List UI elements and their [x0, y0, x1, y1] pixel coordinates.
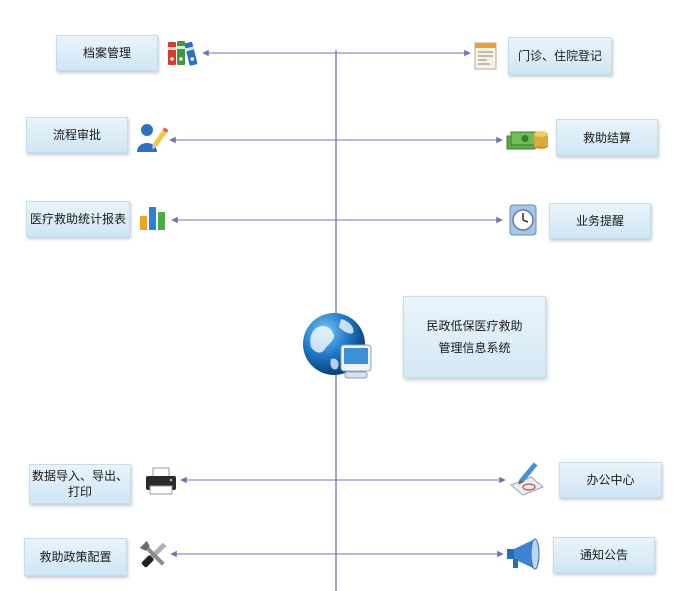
document-form-icon: [474, 42, 497, 70]
module-label: 通知公告: [579, 548, 628, 562]
money-icon: [506, 131, 548, 150]
module-data-import-export-print[interactable]: 数据导入、导出、 打印: [29, 464, 131, 504]
module-statistics-report[interactable]: 医疗救助统计报表: [26, 201, 130, 237]
user-pen-icon: [137, 124, 168, 152]
bar-chart-icon: [140, 207, 165, 230]
module-process-approval[interactable]: 流程审批: [26, 117, 128, 153]
module-label-line1: 数据导入、导出、: [31, 469, 128, 483]
module-label: 办公中心: [586, 473, 635, 487]
pen-paper-icon: [510, 462, 544, 496]
tools-icon: [139, 540, 167, 568]
system-title-line1: 民政低保医疗救助: [426, 319, 523, 333]
module-label: 医疗救助统计报表: [29, 212, 126, 226]
module-label-line2: 打印: [67, 485, 92, 499]
module-label: 门诊、住院登记: [517, 49, 602, 63]
module-office-center[interactable]: 办公中心: [559, 462, 662, 498]
module-policy-config[interactable]: 救助政策配置: [24, 538, 127, 576]
module-notice-announcement[interactable]: 通知公告: [553, 537, 655, 573]
system-title-box: 民政低保医疗救助 管理信息系统: [403, 296, 546, 378]
module-label: 流程审批: [52, 128, 101, 142]
module-business-reminder[interactable]: 业务提醒: [549, 203, 651, 239]
module-label: 救助结算: [582, 130, 631, 145]
clock-icon: [509, 204, 537, 236]
megaphone-icon: [507, 538, 540, 570]
binders-icon: [168, 41, 198, 66]
globe-computer-icon: [303, 313, 372, 379]
module-label: 救助政策配置: [39, 550, 112, 564]
module-archive-management[interactable]: 档案管理: [56, 35, 158, 71]
module-aid-settlement[interactable]: 救助结算: [556, 119, 658, 156]
module-label: 业务提醒: [575, 214, 624, 228]
module-label: 档案管理: [82, 46, 131, 60]
module-outpatient-registration[interactable]: 门诊、住院登记: [508, 37, 612, 75]
system-title-line2: 管理信息系统: [438, 341, 511, 355]
printer-icon: [146, 467, 176, 495]
